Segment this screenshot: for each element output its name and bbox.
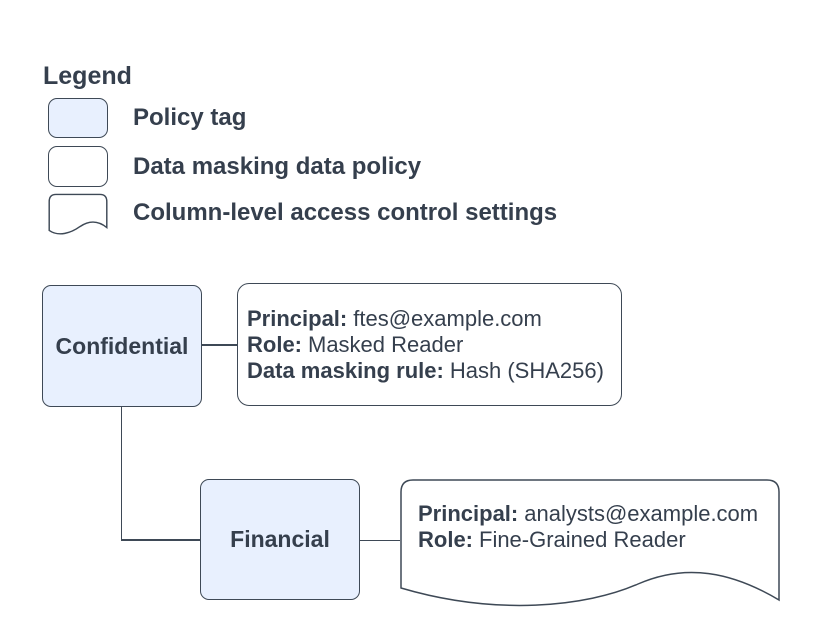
policy-line-principal: Principal:ftes@example.com — [247, 306, 621, 332]
field-value: analysts@example.com — [524, 501, 759, 526]
field-label: Principal: — [247, 305, 348, 331]
field-label: Principal: — [418, 501, 519, 526]
policy-line-role: Role:Fine-Grained Reader — [418, 527, 758, 553]
field-value: Hash (SHA256) — [449, 357, 604, 383]
column-access-node-text: Principal:analysts@example.com Role:Fine… — [418, 501, 758, 553]
field-label: Role: — [418, 527, 473, 552]
field-label: Role: — [247, 331, 302, 357]
field-label: Data masking rule: — [247, 357, 444, 383]
policy-tag-node-financial: Financial — [200, 479, 360, 600]
data-masking-policy-node: Principal:ftes@example.com Role:Masked R… — [237, 283, 622, 406]
policy-tag-node-confidential: Confidential — [42, 285, 202, 407]
column-access-document-shape — [400, 479, 780, 607]
legend-item-data-masking-policy: Data masking data policy — [48, 146, 421, 187]
field-value: ftes@example.com — [353, 305, 542, 331]
legend-label-column-access: Column-level access control settings — [133, 199, 558, 226]
policy-line-principal: Principal:analysts@example.com — [418, 501, 758, 527]
legend-item-policy-tag: Policy tag — [48, 98, 246, 138]
policy-tag-label: Confidential — [55, 332, 189, 359]
edge-confidential-to-financial-horizontal — [120, 539, 201, 541]
policy-tag-swatch — [48, 98, 108, 138]
field-value: Fine-Grained Reader — [479, 527, 686, 552]
edge-financial-to-column-access — [360, 539, 400, 541]
policy-tag-label: Financial — [230, 526, 330, 552]
data-masking-policy-swatch — [48, 146, 108, 187]
legend-title: Legend — [43, 62, 132, 90]
policy-line-masking-rule: Data masking rule:Hash (SHA256) — [247, 358, 621, 384]
edge-confidential-to-masking-policy — [202, 344, 237, 346]
legend-label-policy-tag: Policy tag — [133, 104, 247, 131]
document-shape-swatch — [48, 193, 108, 235]
legend-item-column-access: Column-level access control settings — [48, 193, 558, 235]
legend-label-data-masking-policy: Data masking data policy — [133, 152, 422, 180]
policy-line-role: Role:Masked Reader — [247, 332, 621, 358]
edge-confidential-to-financial-vertical — [120, 407, 122, 540]
field-value: Masked Reader — [308, 331, 464, 357]
